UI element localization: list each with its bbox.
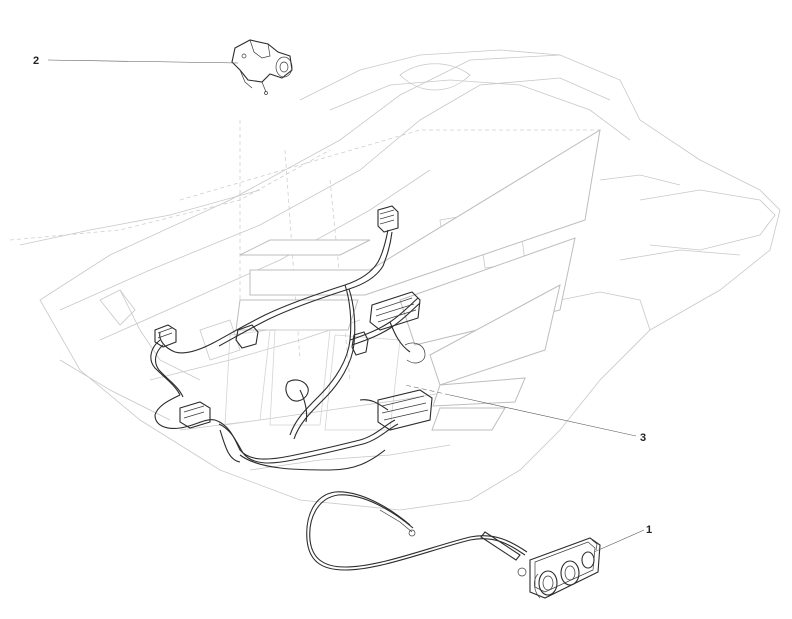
callout-label-2: 2 — [33, 55, 39, 67]
vehicle-body-ghost — [9, 49, 781, 511]
leader-lines — [47, 59, 645, 553]
part-3-wiring-harness — [150, 205, 433, 471]
leader-line-2 — [47, 59, 239, 64]
callout-label-3: 3 — [640, 432, 646, 444]
part-1-switch-panel-cable — [306, 491, 601, 599]
background-watermark — [224, 129, 601, 431]
leader-line-3 — [449, 394, 637, 437]
leader-line-1 — [593, 529, 645, 553]
callout-labels: 2 3 1 — [33, 55, 652, 536]
part-2-sensor — [231, 39, 293, 95]
callout-label-1: 1 — [646, 524, 652, 536]
